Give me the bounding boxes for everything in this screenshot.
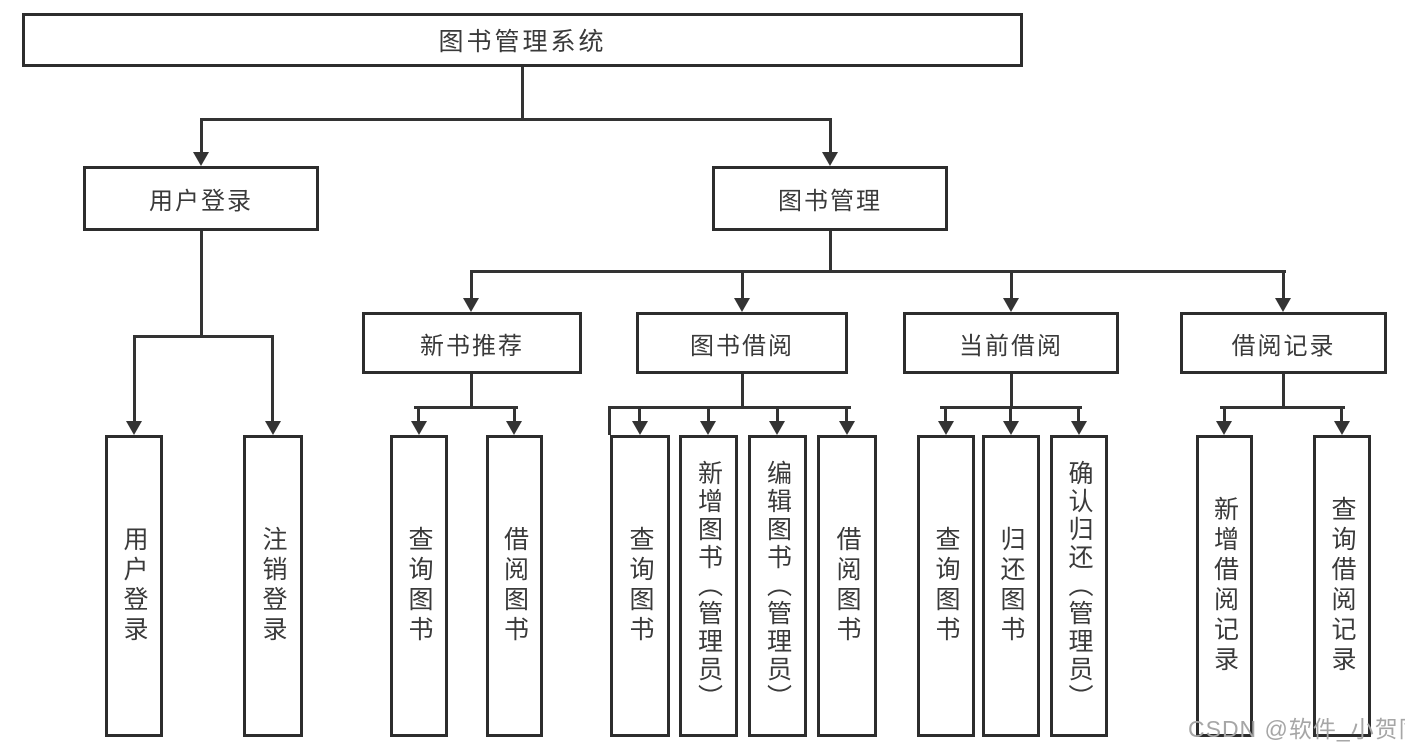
connector-drop-leaf3	[417, 406, 420, 422]
leaf-query-books-current: 查询图书	[917, 435, 975, 737]
connector-book-borrowing-stem	[741, 374, 744, 406]
node-borrowing-records-label: 借阅记录	[1231, 332, 1336, 360]
connector-new-book-hline	[414, 406, 518, 409]
arrow-down-current-borrowing	[1003, 298, 1019, 312]
node-borrowing-records: 借阅记录	[1180, 312, 1387, 374]
connector-drop-user-login	[200, 118, 203, 154]
leaf-user-login-action-label: 用户登录	[120, 526, 148, 646]
arrow-down-borrowing-records	[1275, 298, 1291, 312]
connector-drop-borrowing-records	[1282, 270, 1285, 299]
connector-borrowing-records-hline	[1220, 406, 1345, 409]
node-book-borrowing: 图书借阅	[636, 312, 848, 374]
connector-new-book-stem	[470, 374, 473, 406]
arrow-down-leaf6	[700, 421, 716, 435]
leaf-confirm-return-admin-label: 确认归还（管理员）	[1065, 460, 1093, 712]
connector-drop-leaf10	[1009, 406, 1012, 422]
leaf-add-borrow-record-label: 新增借阅记录	[1210, 496, 1239, 676]
arrow-down-new-book	[463, 298, 479, 312]
connector-user-login-hline	[133, 335, 274, 338]
arrow-down-leaf13	[1334, 421, 1350, 435]
connector-drop-book-borrowing	[741, 270, 744, 299]
leaf-borrow-books-borrowing: 借阅图书	[817, 435, 877, 737]
connector-drop-leaf7	[776, 406, 779, 422]
leaf-query-borrow-record-label: 查询借阅记录	[1328, 496, 1356, 676]
node-new-book-recommendation-label: 新书推荐	[420, 332, 524, 360]
leaf-query-books-recommend-label: 查询图书	[405, 526, 433, 646]
leaf-add-borrow-record: 新增借阅记录	[1196, 435, 1253, 737]
leaf-edit-books-admin-label: 编辑图书（管理员）	[763, 460, 792, 712]
arrow-down-logout-leaf	[265, 421, 281, 435]
leaf-logout-label: 注销登录	[259, 526, 287, 646]
node-book-management: 图书管理	[712, 166, 948, 231]
leaf-borrow-books-borrowing-label: 借阅图书	[833, 526, 861, 646]
arrow-down-leaf12	[1216, 421, 1232, 435]
arrow-down-user-login	[193, 152, 209, 166]
node-book-management-label: 图书管理	[778, 188, 882, 215]
node-new-book-recommendation: 新书推荐	[362, 312, 582, 374]
connector-book-borrowing-hline	[608, 406, 851, 409]
leaf-edit-books-admin: 编辑图书（管理员）	[748, 435, 807, 737]
leaf-query-books-recommend: 查询图书	[390, 435, 448, 737]
leaf-query-books-borrowing-label: 查询图书	[626, 526, 654, 646]
arrow-down-leaf11	[1071, 421, 1087, 435]
node-current-borrowing-label: 当前借阅	[959, 332, 1063, 360]
node-current-borrowing: 当前借阅	[903, 312, 1119, 374]
leaf-return-books: 归还图书	[982, 435, 1040, 737]
connector-current-borrowing-stem	[1010, 374, 1013, 406]
leaf-borrow-books-recommend-label: 借阅图书	[500, 526, 529, 646]
connector-book-management-stem	[829, 231, 832, 270]
connector-drop-leaf6	[707, 406, 710, 422]
arrow-down-leaf8	[839, 421, 855, 435]
leaf-confirm-return-admin: 确认归还（管理员）	[1050, 435, 1108, 737]
connector-drop-leaf12	[1223, 406, 1226, 422]
node-root: 图书管理系统	[22, 13, 1023, 67]
connector-drop-new-book	[470, 270, 473, 299]
arrow-down-leaf10	[1003, 421, 1019, 435]
connector-stub-leaf5	[608, 406, 611, 435]
connector-drop-leaf9	[944, 406, 947, 422]
arrow-down-leaf4	[506, 421, 522, 435]
arrow-down-leaf7	[769, 421, 785, 435]
arrow-down-book-borrowing	[734, 298, 750, 312]
connector-drop-login-leaf	[133, 335, 136, 422]
leaf-user-login-action: 用户登录	[105, 435, 163, 737]
connector-drop-leaf4	[513, 406, 516, 422]
connector-drop-leaf11	[1077, 406, 1080, 422]
leaf-add-books-admin-label: 新增图书（管理员）	[694, 460, 723, 712]
connector-drop-leaf5	[638, 406, 641, 422]
leaf-return-books-label: 归还图书	[997, 526, 1025, 646]
arrow-down-leaf3	[411, 421, 427, 435]
connector-user-login-stem	[200, 231, 203, 335]
connector-root-stem	[521, 67, 524, 120]
connector-drop-book-management	[829, 118, 832, 154]
leaf-query-borrow-record: 查询借阅记录	[1313, 435, 1371, 737]
arrow-down-login-leaf	[126, 421, 142, 435]
csdn-watermark: CSDN @软件_小贺同学	[1188, 716, 1405, 742]
leaf-query-books-current-label: 查询图书	[932, 526, 960, 646]
arrow-down-book-management	[822, 152, 838, 166]
leaf-query-books-borrowing: 查询图书	[610, 435, 670, 737]
node-user-login-label: 用户登录	[149, 188, 253, 215]
connector-drop-logout-leaf	[271, 335, 274, 422]
connector-drop-leaf8	[845, 406, 848, 422]
leaf-borrow-books-recommend: 借阅图书	[486, 435, 543, 737]
leaf-add-books-admin: 新增图书（管理员）	[679, 435, 738, 737]
node-root-label: 图书管理系统	[438, 28, 607, 56]
connector-drop-current-borrowing	[1010, 270, 1013, 299]
arrow-down-leaf5	[632, 421, 648, 435]
arrow-down-leaf9	[938, 421, 954, 435]
connector-borrowing-records-stem	[1282, 374, 1285, 406]
connector-level3-hline	[470, 270, 1286, 273]
connector-drop-leaf13	[1340, 406, 1343, 422]
node-book-borrowing-label: 图书借阅	[690, 332, 794, 360]
leaf-logout: 注销登录	[243, 435, 303, 737]
node-user-login: 用户登录	[83, 166, 319, 231]
connector-level2-hline	[200, 118, 832, 121]
